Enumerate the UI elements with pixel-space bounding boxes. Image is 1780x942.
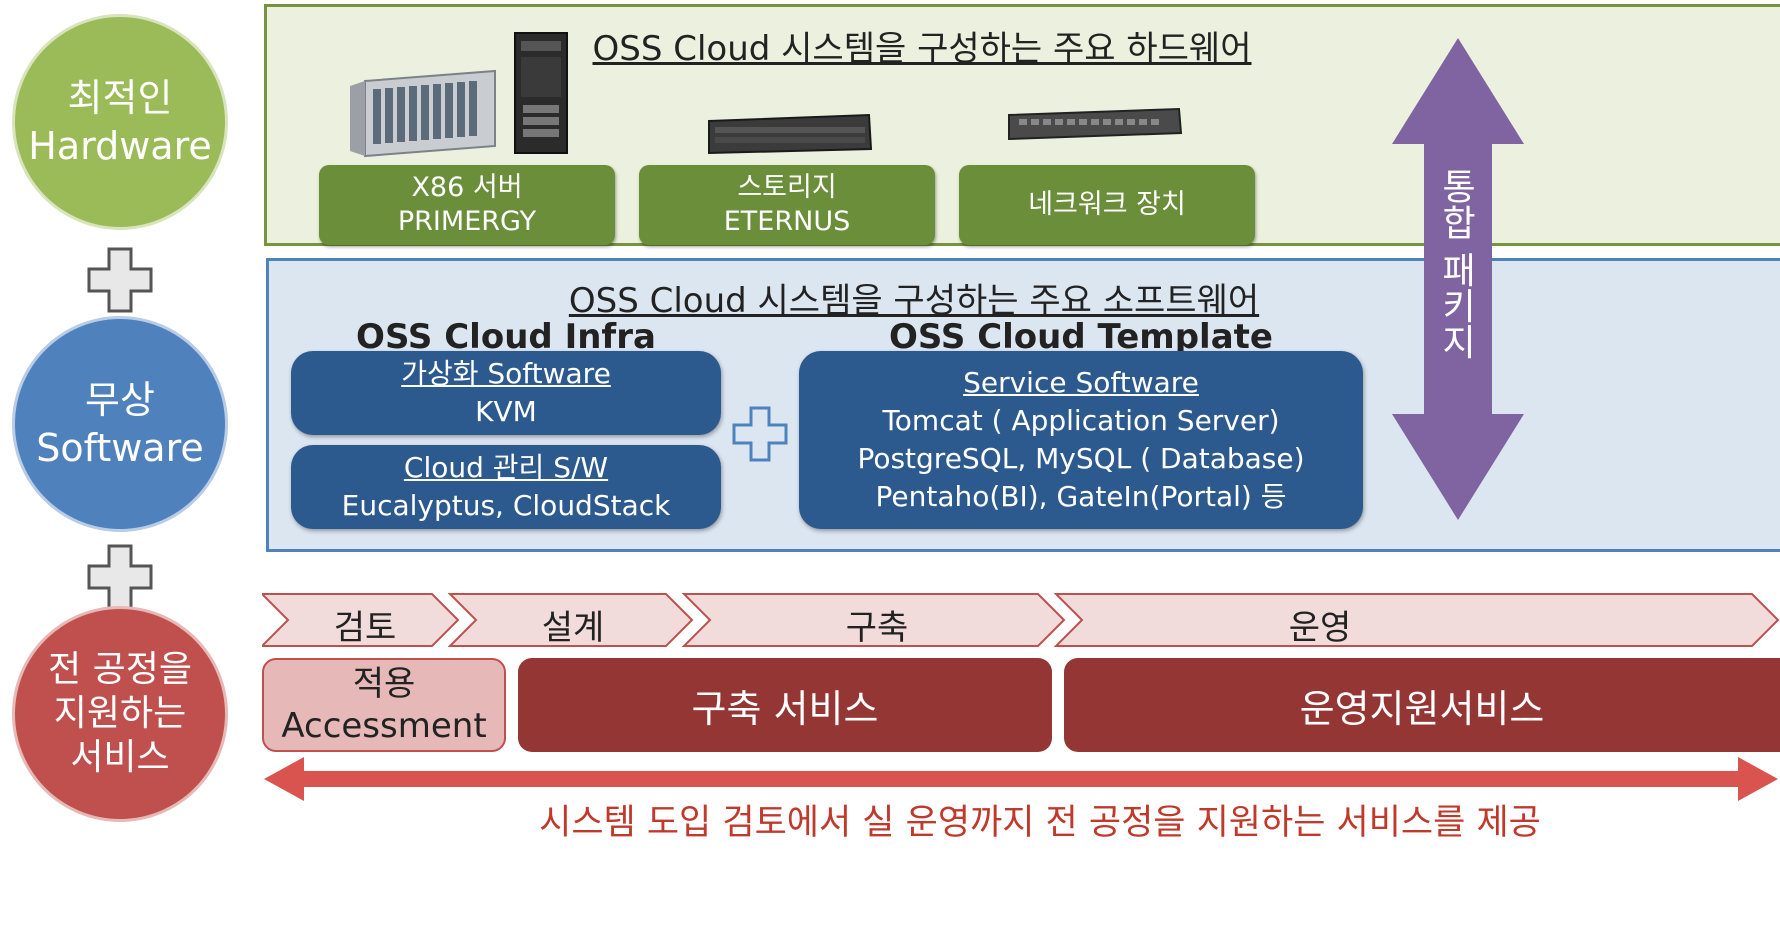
hardware-circle-line1: 최적인 xyxy=(67,76,173,120)
build-service-box: 구축 서비스 xyxy=(518,658,1052,752)
hardware-circle: 최적인 Hardware xyxy=(12,14,228,230)
integration-label: 통합 패키지 xyxy=(1435,168,1476,360)
service-software-title: Service Software xyxy=(963,366,1199,399)
assessment-box: 적용 Accessment xyxy=(262,658,506,752)
hardware-panel: OSS Cloud 시스템을 구성하는 주요 하드웨어 xyxy=(264,4,1780,246)
step-build: 구축 xyxy=(845,608,909,648)
step-review: 검토 xyxy=(333,608,397,648)
software-circle-line1: 무상 xyxy=(85,378,155,422)
service-circle: 전 공정을 지원하는 서비스 xyxy=(12,606,228,822)
blade-server-icon xyxy=(350,69,496,158)
hardware-panel-title: OSS Cloud 시스템을 구성하는 주요 하드웨어 xyxy=(592,29,1252,69)
storage-line1: 스토리지 xyxy=(737,172,837,203)
software-panel-title: OSS Cloud 시스템을 구성하는 주요 소프트웨어 xyxy=(568,281,1260,321)
software-circle-line2: Software xyxy=(36,426,204,470)
virtualization-box: 가상화 Software KVM xyxy=(291,351,721,435)
service-circle-line1: 전 공정을 xyxy=(48,649,192,690)
service-circle-line2: 지원하는 xyxy=(53,693,187,734)
x86-server-line1: X86 서버 xyxy=(411,172,523,203)
network-switch-icon xyxy=(1008,107,1183,141)
virtualization-body: KVM xyxy=(475,395,537,428)
x86-server-button: X86 서버 PRIMERGY xyxy=(319,165,615,245)
x86-server-line2: PRIMERGY xyxy=(397,206,537,237)
virtualization-title: 가상화 Software xyxy=(401,357,611,390)
assessment-line2: Accessment xyxy=(281,706,487,746)
plus-icon xyxy=(732,406,788,462)
software-panel: OSS Cloud 시스템을 구성하는 주요 소프트웨어 OSS Cloud I… xyxy=(266,258,1780,552)
service-software-line1: Tomcat ( Application Server) xyxy=(882,404,1280,437)
service-software-box: Service Software Tomcat ( Application Se… xyxy=(799,351,1363,529)
plus-icon xyxy=(87,544,153,610)
plus-icon xyxy=(87,247,153,313)
process-chevrons xyxy=(262,593,1780,647)
network-device-button: 네크워크 장치 xyxy=(959,165,1255,245)
service-circle-line3: 서비스 xyxy=(70,737,170,778)
integration-arrow xyxy=(1392,38,1524,520)
tower-server-icon xyxy=(514,32,568,154)
build-service-label: 구축 서비스 xyxy=(691,686,879,731)
storage-button: 스토리지 ETERNUS xyxy=(639,165,935,245)
template-heading: OSS Cloud Template xyxy=(889,317,1273,357)
network-device-line1: 네크워크 장치 xyxy=(1028,189,1186,220)
step-operate: 운영 xyxy=(1288,608,1352,648)
service-software-line3: Pentaho(BI), GateIn(Portal) 등 xyxy=(875,480,1287,513)
step-design: 설계 xyxy=(541,608,605,648)
double-arrow-icon xyxy=(264,757,1778,801)
infra-heading: OSS Cloud Infra xyxy=(356,317,656,357)
service-software-line2: PostgreSQL, MySQL ( Database) xyxy=(857,442,1305,475)
cloud-management-body: Eucalyptus, CloudStack xyxy=(341,489,671,522)
cloud-management-title: Cloud 관리 S/W xyxy=(403,451,609,484)
operation-support-box: 운영지원서비스 xyxy=(1064,658,1780,752)
operation-support-label: 운영지원서비스 xyxy=(1299,686,1545,731)
storage-line2: ETERNUS xyxy=(723,206,851,237)
hardware-circle-line2: Hardware xyxy=(28,124,212,168)
storage-icon xyxy=(708,113,873,155)
assessment-line1: 적용 xyxy=(352,664,416,704)
cloud-management-box: Cloud 관리 S/W Eucalyptus, CloudStack xyxy=(291,445,721,529)
software-circle: 무상 Software xyxy=(12,316,228,532)
bottom-caption: 시스템 도입 검토에서 실 운영까지 전 공정을 지원하는 서비스를 제공 xyxy=(539,803,1541,843)
